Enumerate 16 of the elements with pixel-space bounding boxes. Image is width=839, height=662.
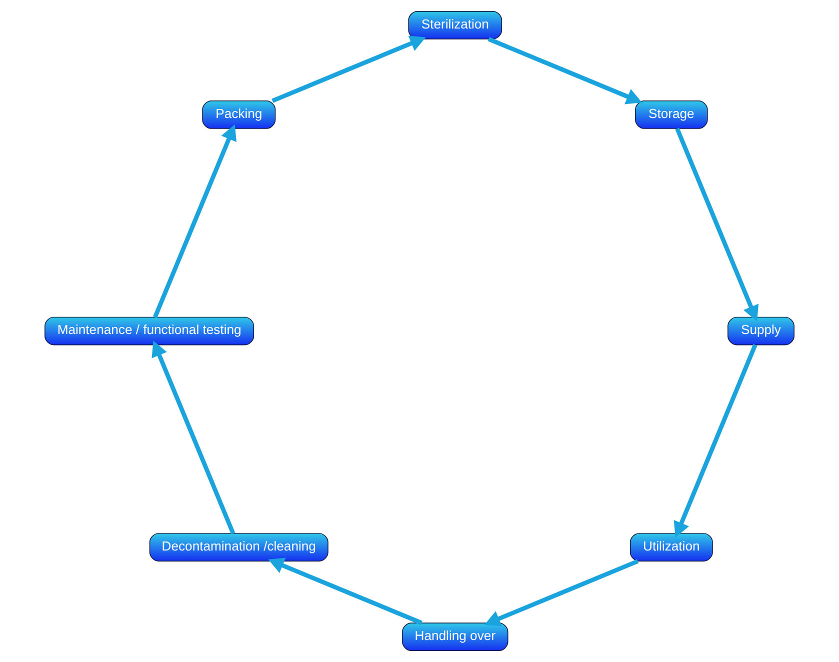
node-box: Decontamination /cleaning [149,533,328,562]
arrow [488,37,642,104]
arrow [674,344,758,538]
node-box: Sterilization [408,10,502,40]
node-box: Storage [635,100,708,129]
arrow [675,128,759,322]
node-box: Supply [728,316,794,346]
arrow [153,124,236,318]
arrow [268,558,422,625]
node-box: Packing [202,100,276,129]
arrow [152,340,236,534]
node-box: Maintenance / functional testing [44,316,254,346]
node-box: Utilization [630,533,713,562]
node-box: Handling over [402,622,508,652]
arrow [484,559,639,626]
arrow [272,36,426,103]
